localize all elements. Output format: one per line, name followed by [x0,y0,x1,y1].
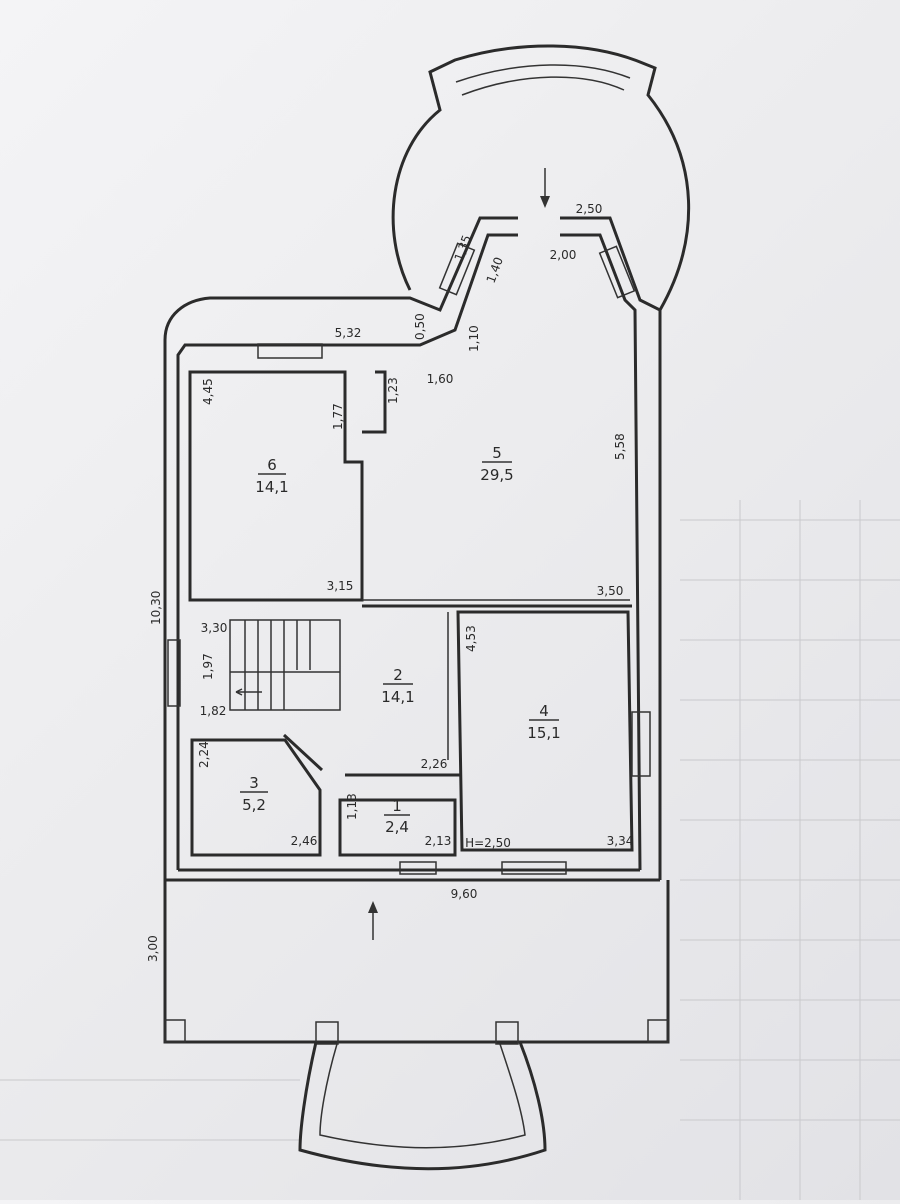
room-labels: 6 14,1 5 29,5 2 14,1 4 15,1 3 5,2 1 2,4 [240,444,561,836]
room-6-area: 14,1 [255,478,288,496]
room-4-number: 4 [539,702,549,720]
dim-2-13: 2,13 [425,834,452,848]
dim-5-58: 5,58 [613,433,627,460]
paper-grid [0,500,900,1200]
dim-2-24: 2,24 [197,741,211,768]
dim-10-30: 10,30 [149,591,163,625]
dimension-labels: 2,50 2,00 1,35 1,40 5,32 0,50 1,10 1,60 … [146,202,633,962]
room-2-area: 14,1 [381,688,414,706]
room-6-number: 6 [267,456,277,474]
exterior-walls [163,216,662,882]
staircase [229,619,341,711]
dim-1-82: 1,82 [200,704,227,718]
rotunda-windows [257,242,636,359]
interior-walls [188,370,634,857]
dim-1-40: 1,40 [484,255,506,285]
side-windows [167,639,651,875]
dim-1-13: 1,13 [345,793,359,820]
dim-9-60: 9,60 [451,887,478,901]
room-5-area: 29,5 [480,466,513,484]
dim-3-00: 3,00 [146,935,160,962]
room-2-number: 2 [393,666,403,684]
dim-1-60: 1,60 [427,372,454,386]
dim-3-50: 3,50 [597,584,624,598]
dim-1-10: 1,10 [467,325,481,352]
room-4-area: 15,1 [527,724,560,742]
front-terrace [163,880,670,1045]
top-rotunda [391,44,691,311]
dim-2-46: 2,46 [291,834,318,848]
dim-4-45: 4,45 [201,378,215,405]
front-bay [298,1041,547,1171]
dim-1-77: 1,77 [331,403,345,430]
dim-3-30: 3,30 [201,621,228,635]
dim-0-50: 0,50 [413,313,427,340]
dim-2-50-top: 2,50 [576,202,603,216]
entrance-arrows [368,168,550,940]
dim-2-26: 2,26 [421,757,448,771]
dim-4-53: 4,53 [464,625,478,652]
dim-h-2-50: H=2,50 [465,836,511,850]
room-1-number: 1 [392,797,402,815]
dim-2-00: 2,00 [550,248,577,262]
dim-1-23: 1,23 [386,377,400,404]
room-3-area: 5,2 [242,796,266,814]
room-5-number: 5 [492,444,502,462]
room-1-area: 2,4 [385,818,409,836]
room-3-number: 3 [249,774,259,792]
dim-5-32: 5,32 [335,326,362,340]
dim-3-34: 3,34 [607,834,634,848]
dim-3-15: 3,15 [327,579,354,593]
dim-1-97: 1,97 [201,653,215,680]
